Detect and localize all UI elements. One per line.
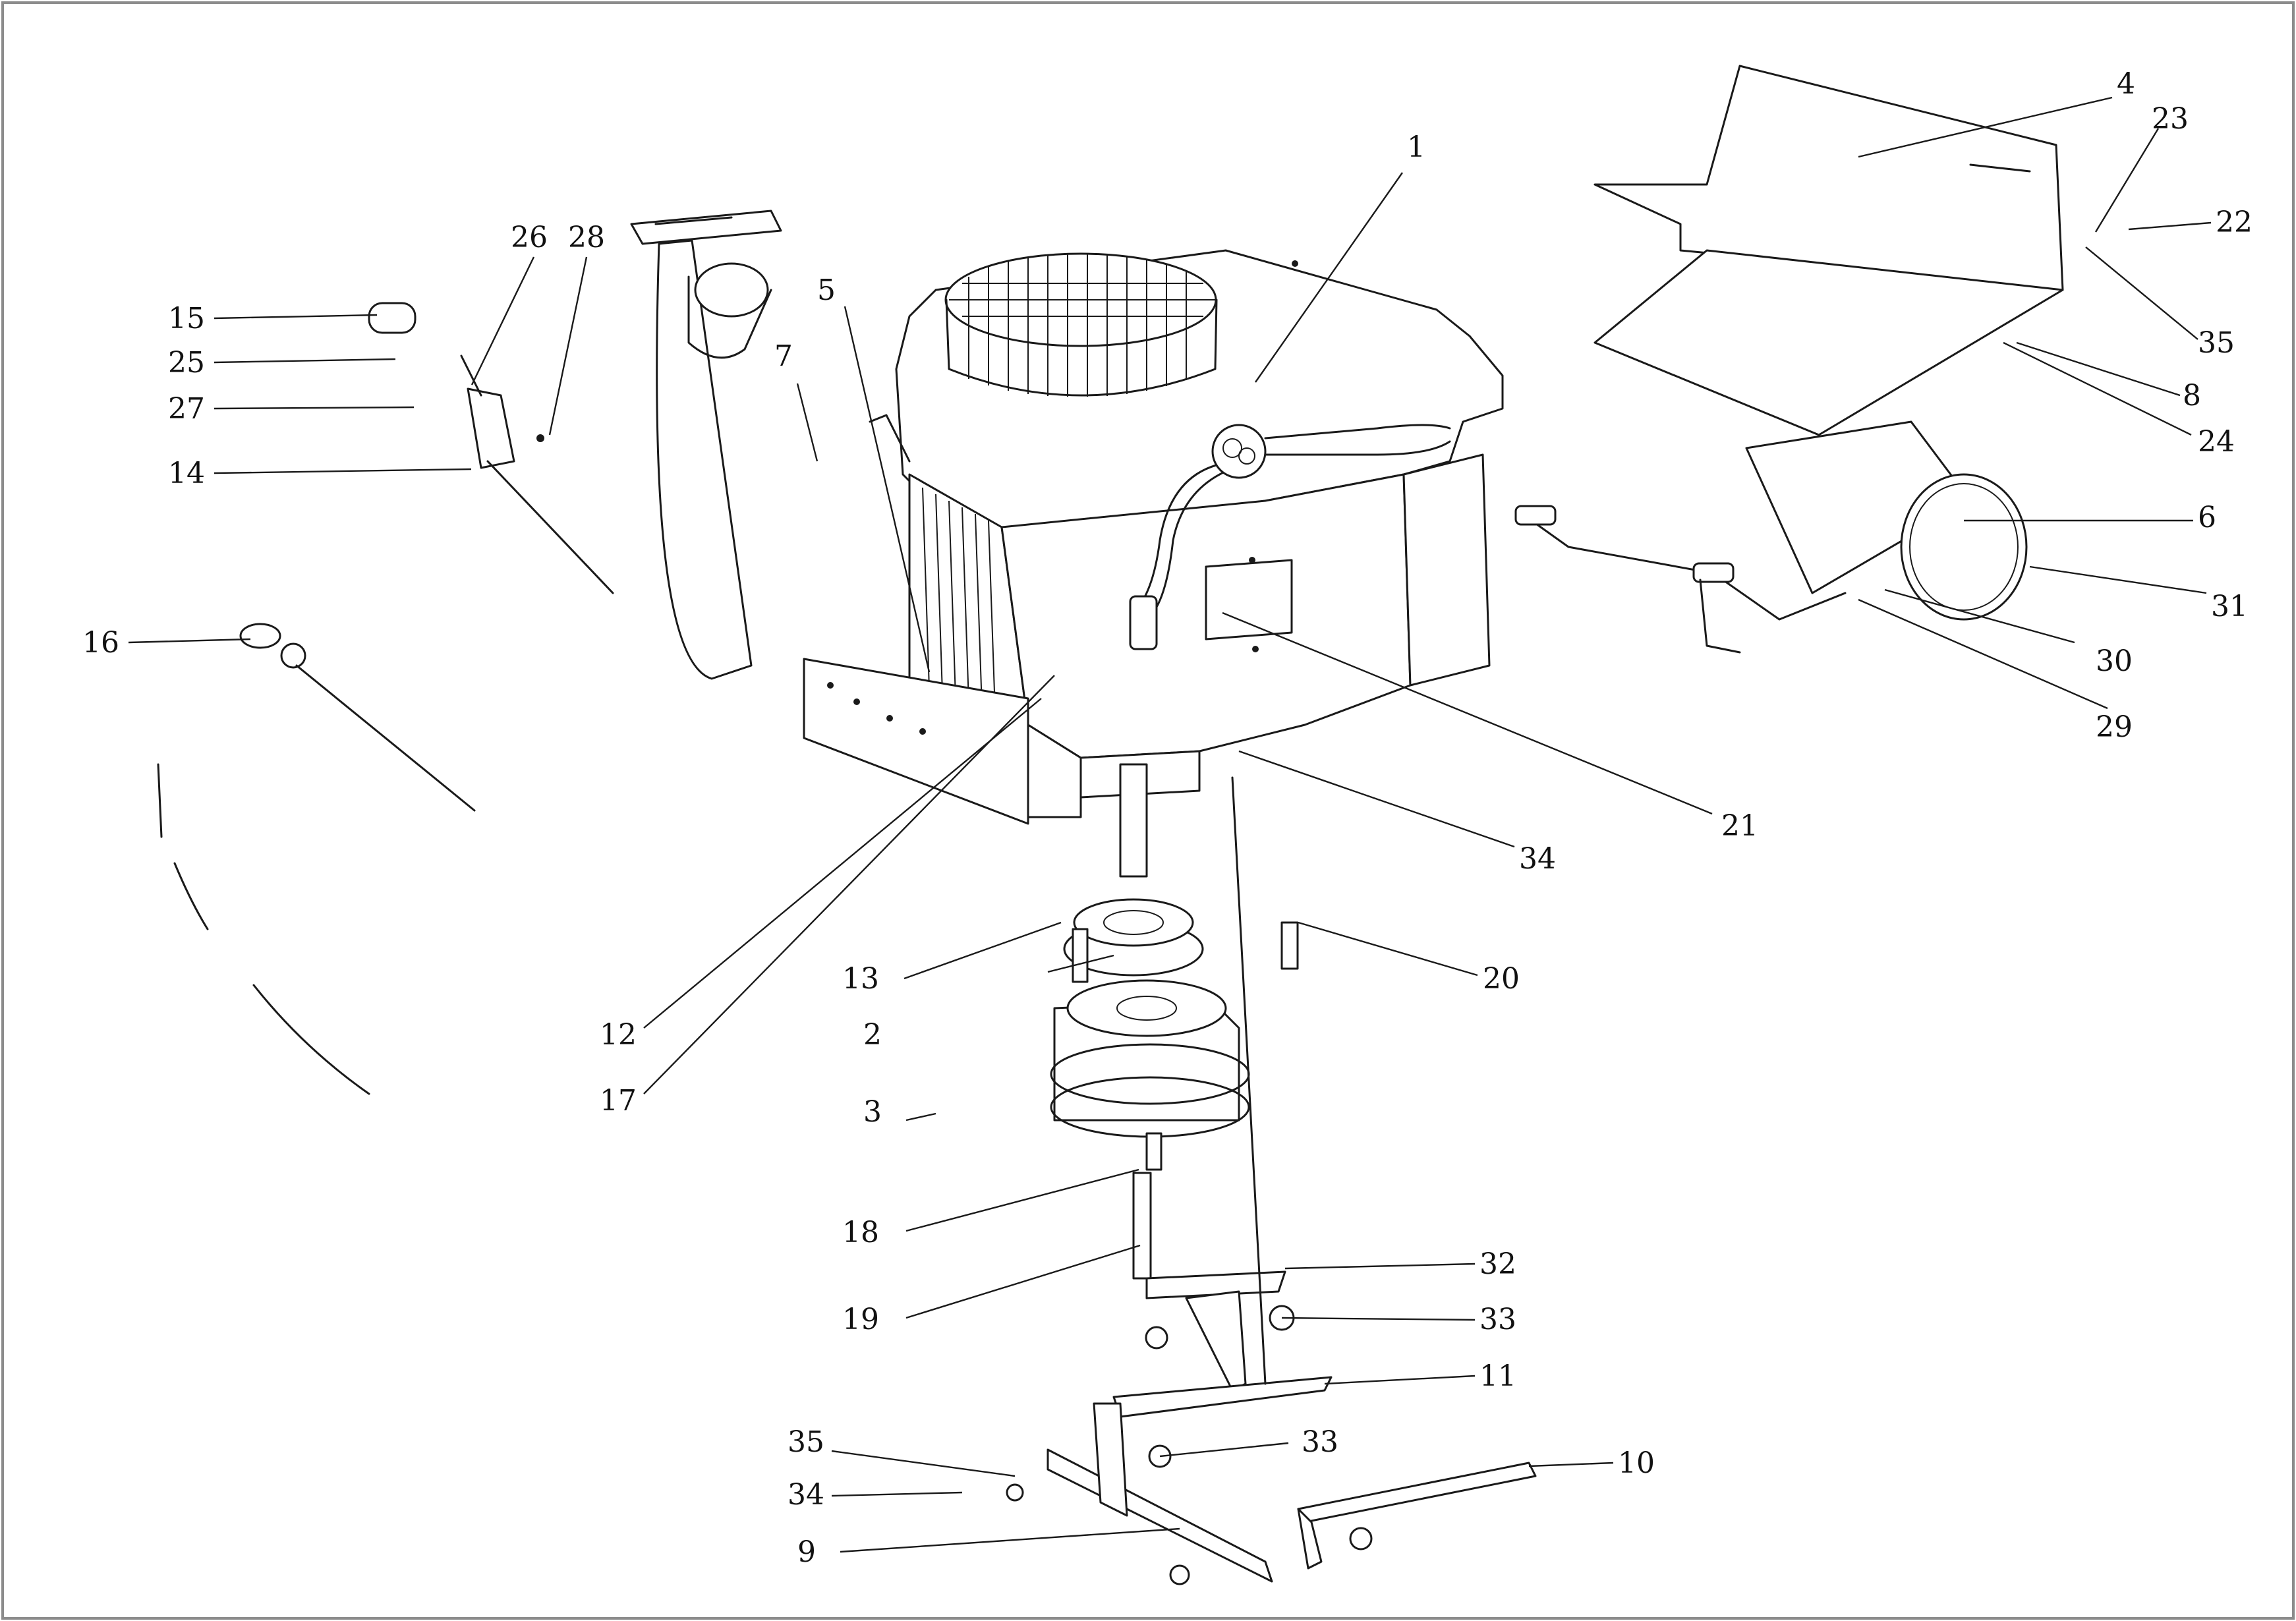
callout-34-lower: 34	[788, 1478, 824, 1512]
callout-labels: 1 2 3 4 5 6 7 8 9 10 11 12 13 14 15 16 1…	[82, 67, 2253, 1569]
callout-1: 1	[1407, 130, 1425, 164]
callout-26: 26	[511, 221, 548, 254]
callout-20: 20	[1483, 962, 1520, 996]
callout-35-lower: 35	[788, 1425, 824, 1459]
engine-assembly	[869, 249, 1504, 878]
muffler-guard	[1593, 65, 2064, 436]
pulleys	[1050, 898, 1250, 1280]
callout-7: 7	[774, 339, 793, 373]
callout-27: 27	[168, 392, 205, 426]
callout-15: 15	[168, 302, 205, 335]
callout-6: 6	[2198, 501, 2216, 534]
callout-33-lower: 33	[1302, 1425, 1338, 1459]
callout-22: 22	[2216, 206, 2253, 239]
callout-10: 10	[1618, 1446, 1655, 1480]
leader-lines	[128, 96, 2212, 1553]
callout-11: 11	[1479, 1359, 1516, 1393]
callout-18: 18	[842, 1216, 879, 1249]
callout-5: 5	[817, 273, 836, 307]
callout-35-upper: 35	[2198, 326, 2235, 360]
callout-2: 2	[863, 1018, 882, 1052]
callout-32: 32	[1479, 1247, 1516, 1281]
callout-16: 16	[82, 626, 119, 660]
callout-25: 25	[168, 346, 205, 380]
callout-23: 23	[2152, 102, 2189, 136]
callout-31: 31	[2211, 590, 2248, 623]
muffler	[1514, 420, 2028, 654]
callout-4: 4	[2117, 67, 2135, 101]
callout-34-upper: 34	[1519, 842, 1556, 876]
callout-21: 21	[1721, 809, 1758, 843]
dipstick	[157, 623, 476, 1095]
mounting-brackets	[1006, 776, 1537, 1585]
callout-3: 3	[863, 1095, 882, 1129]
callout-12: 12	[600, 1018, 637, 1052]
callout-8: 8	[2183, 379, 2201, 412]
callout-17: 17	[600, 1084, 637, 1118]
intake-bracket	[630, 210, 1029, 825]
callout-9: 9	[797, 1535, 816, 1569]
callout-24: 24	[2198, 425, 2235, 459]
callout-14: 14	[168, 457, 205, 490]
callout-29: 29	[2096, 710, 2133, 744]
throttle-control	[368, 302, 614, 594]
callout-13: 13	[842, 962, 879, 996]
callout-28: 28	[568, 221, 605, 254]
callout-33-upper: 33	[1479, 1303, 1516, 1336]
callout-30: 30	[2096, 644, 2133, 678]
callout-19: 19	[842, 1303, 879, 1336]
